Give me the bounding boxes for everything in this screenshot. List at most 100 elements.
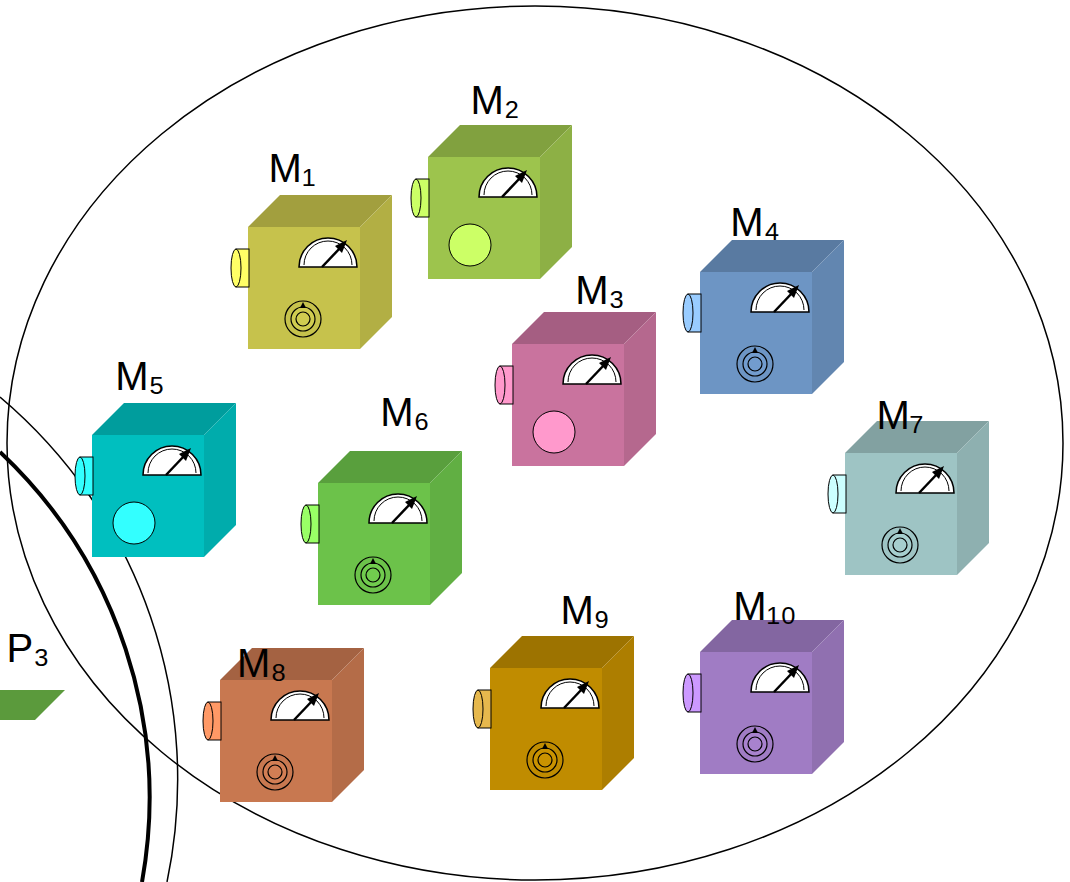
gauge-needle	[392, 503, 411, 523]
device-cube	[298, 451, 462, 605]
gauge-needle-head	[599, 357, 611, 370]
device-label: M₄	[730, 199, 780, 245]
cube-front	[700, 272, 812, 394]
device-label: M₂	[471, 77, 520, 123]
knob-center	[748, 357, 762, 371]
connector-end	[683, 674, 693, 712]
gauge-needle-head	[307, 693, 319, 706]
cube-front	[700, 652, 812, 774]
device-cube	[492, 312, 656, 466]
knob-center	[268, 765, 282, 779]
connector-end	[411, 179, 421, 217]
gauge-dial	[271, 691, 329, 720]
connector-end	[203, 702, 213, 740]
cube-front	[428, 157, 540, 279]
device-label: M₁	[269, 145, 316, 191]
device: M₆	[298, 451, 462, 605]
connector-end	[828, 475, 838, 513]
device: M₂	[408, 125, 572, 279]
knob-center	[366, 568, 380, 582]
gauge-dial	[751, 663, 809, 692]
indicator-lamp	[113, 502, 155, 544]
cube-front	[490, 668, 602, 790]
device: M₁₀	[680, 620, 844, 774]
gauge-needle-head	[787, 285, 799, 298]
cube-side	[430, 451, 462, 605]
indicator-lamp	[449, 224, 491, 266]
connector-end	[301, 505, 311, 543]
gauge-needle	[586, 364, 605, 384]
knob	[743, 352, 767, 376]
knob-center	[893, 538, 907, 552]
device-label: M₅	[115, 353, 164, 399]
device-cube	[680, 620, 844, 774]
gauge-needle-head	[335, 240, 347, 253]
gauge-needle-head	[515, 170, 527, 183]
device-label: P₃	[7, 625, 50, 671]
knob-pointer	[897, 528, 903, 534]
knob-pointer	[272, 755, 278, 761]
device-label: M₉	[560, 587, 609, 633]
cube-side	[812, 620, 844, 774]
cube-front	[220, 680, 332, 802]
cube-side	[540, 125, 572, 279]
cube-front	[512, 344, 624, 466]
gauge-needle-head	[405, 496, 417, 509]
gauge-needle	[294, 700, 313, 720]
knob	[291, 307, 315, 331]
gauge-dial	[751, 283, 809, 312]
device: M₇	[825, 421, 989, 575]
cube-top	[0, 690, 65, 720]
gauge-needle	[502, 177, 521, 197]
device-label: M₁₀	[733, 583, 796, 629]
gauge-dial	[541, 679, 599, 708]
knob	[888, 533, 912, 557]
device-cube	[825, 421, 989, 575]
gauge-needle	[919, 473, 938, 493]
knob-pointer	[370, 558, 376, 564]
device: M₅	[72, 403, 236, 557]
device-label: M₃	[575, 267, 625, 313]
gauge-needle-head	[577, 681, 589, 694]
gauge-dial	[479, 168, 537, 197]
knob-pointer	[300, 302, 306, 308]
cube-side	[204, 403, 236, 557]
device-label: M₈	[237, 640, 287, 686]
knob	[361, 563, 385, 587]
knob-center	[538, 753, 552, 767]
knob-ring	[527, 742, 563, 778]
cube-front	[845, 453, 957, 575]
cube-side	[332, 648, 364, 802]
connector-end	[495, 366, 505, 404]
connector-end	[75, 457, 85, 495]
cube-side	[602, 636, 634, 790]
device-cube	[408, 125, 572, 279]
cube-side	[957, 421, 989, 575]
cube-front	[248, 227, 360, 349]
knob-ring	[737, 346, 773, 382]
device: M₃	[492, 312, 656, 466]
cube-side	[360, 195, 392, 349]
knob-ring	[285, 301, 321, 337]
knob-pointer	[752, 727, 758, 733]
knob-pointer	[542, 743, 548, 749]
device-label: M₆	[380, 389, 429, 435]
knob-pointer	[752, 347, 758, 353]
knob-ring	[737, 726, 773, 762]
gauge-needle	[774, 292, 793, 312]
device: M₁	[228, 195, 392, 349]
device-label: M₇	[876, 392, 923, 438]
gauge-dial	[369, 494, 427, 523]
gauge-dial	[299, 238, 357, 267]
gauge-needle	[166, 455, 185, 475]
gauge-needle-head	[932, 466, 944, 479]
gauge-needle	[774, 672, 793, 692]
connector-end	[683, 294, 693, 332]
gauge-dial	[896, 464, 954, 493]
device: M₄	[680, 240, 844, 394]
device-cube	[72, 403, 236, 557]
knob	[263, 760, 287, 784]
knob-ring	[257, 754, 293, 790]
device: M₉	[470, 636, 634, 790]
